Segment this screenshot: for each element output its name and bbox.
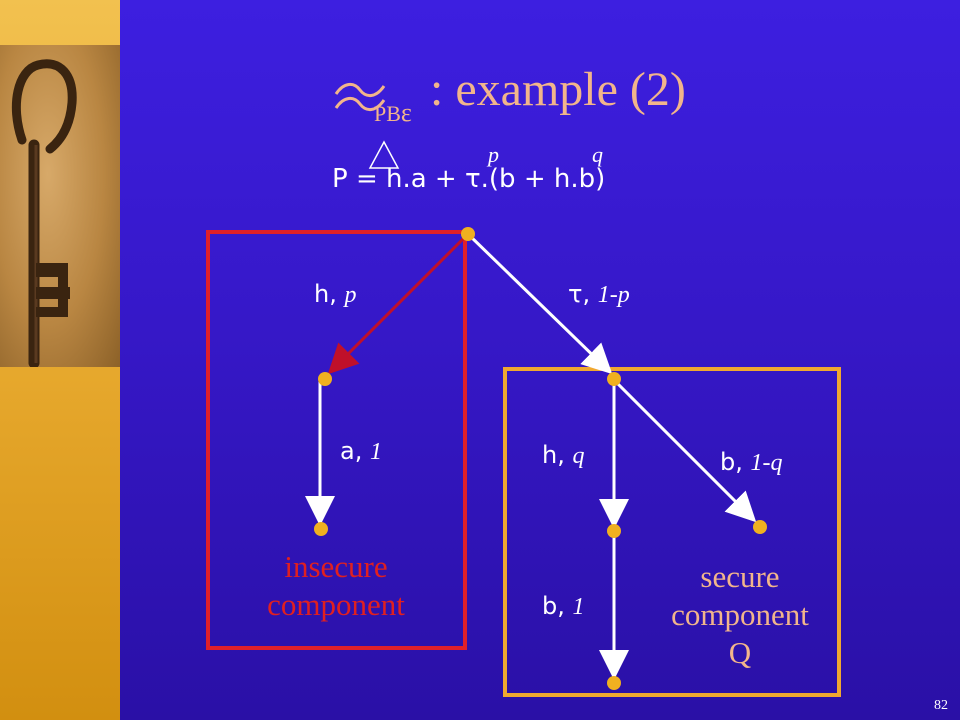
node-after-a [314, 522, 328, 536]
edge-h-p [327, 232, 470, 375]
edge-label-h-p: h, p [314, 280, 357, 308]
slide-title: PBε : example (2) [330, 58, 750, 128]
edge-label-b-1: b, 1 [542, 592, 585, 620]
edge-tau [466, 232, 613, 375]
title-subscript: PBε [374, 98, 412, 127]
edge-label-tau: τ, 1-p [568, 280, 630, 308]
formula-prob-p: p [488, 142, 499, 167]
node-after-h-q [607, 524, 621, 538]
node-after-h [318, 372, 332, 386]
page-number: 82 [934, 698, 948, 713]
edge-label-a-1: a, 1 [340, 437, 382, 465]
key-image [0, 45, 120, 369]
key-illustration [11, 59, 77, 369]
process-formula: P = h.a + τ.(b + h.b) [332, 164, 606, 194]
node-root [461, 227, 475, 241]
secure-component-box [503, 367, 841, 697]
edge-label-h-q: h, q [542, 441, 585, 469]
insecure-component-box [206, 230, 467, 650]
edge-b-1-q [612, 378, 757, 523]
formula-prob-q: q [592, 142, 603, 167]
definition-triangle-icon [368, 140, 400, 169]
node-after-b-1 [607, 676, 621, 690]
secure-component-label: secure component Q [671, 559, 809, 670]
node-after-b [753, 520, 767, 534]
title-text: : example (2) [430, 63, 686, 116]
edge-label-b-1-q: b, 1-q [720, 448, 783, 476]
node-after-tau [607, 372, 621, 386]
insecure-component-label: insecure component [267, 549, 405, 622]
approx-symbol-icon [334, 83, 386, 111]
